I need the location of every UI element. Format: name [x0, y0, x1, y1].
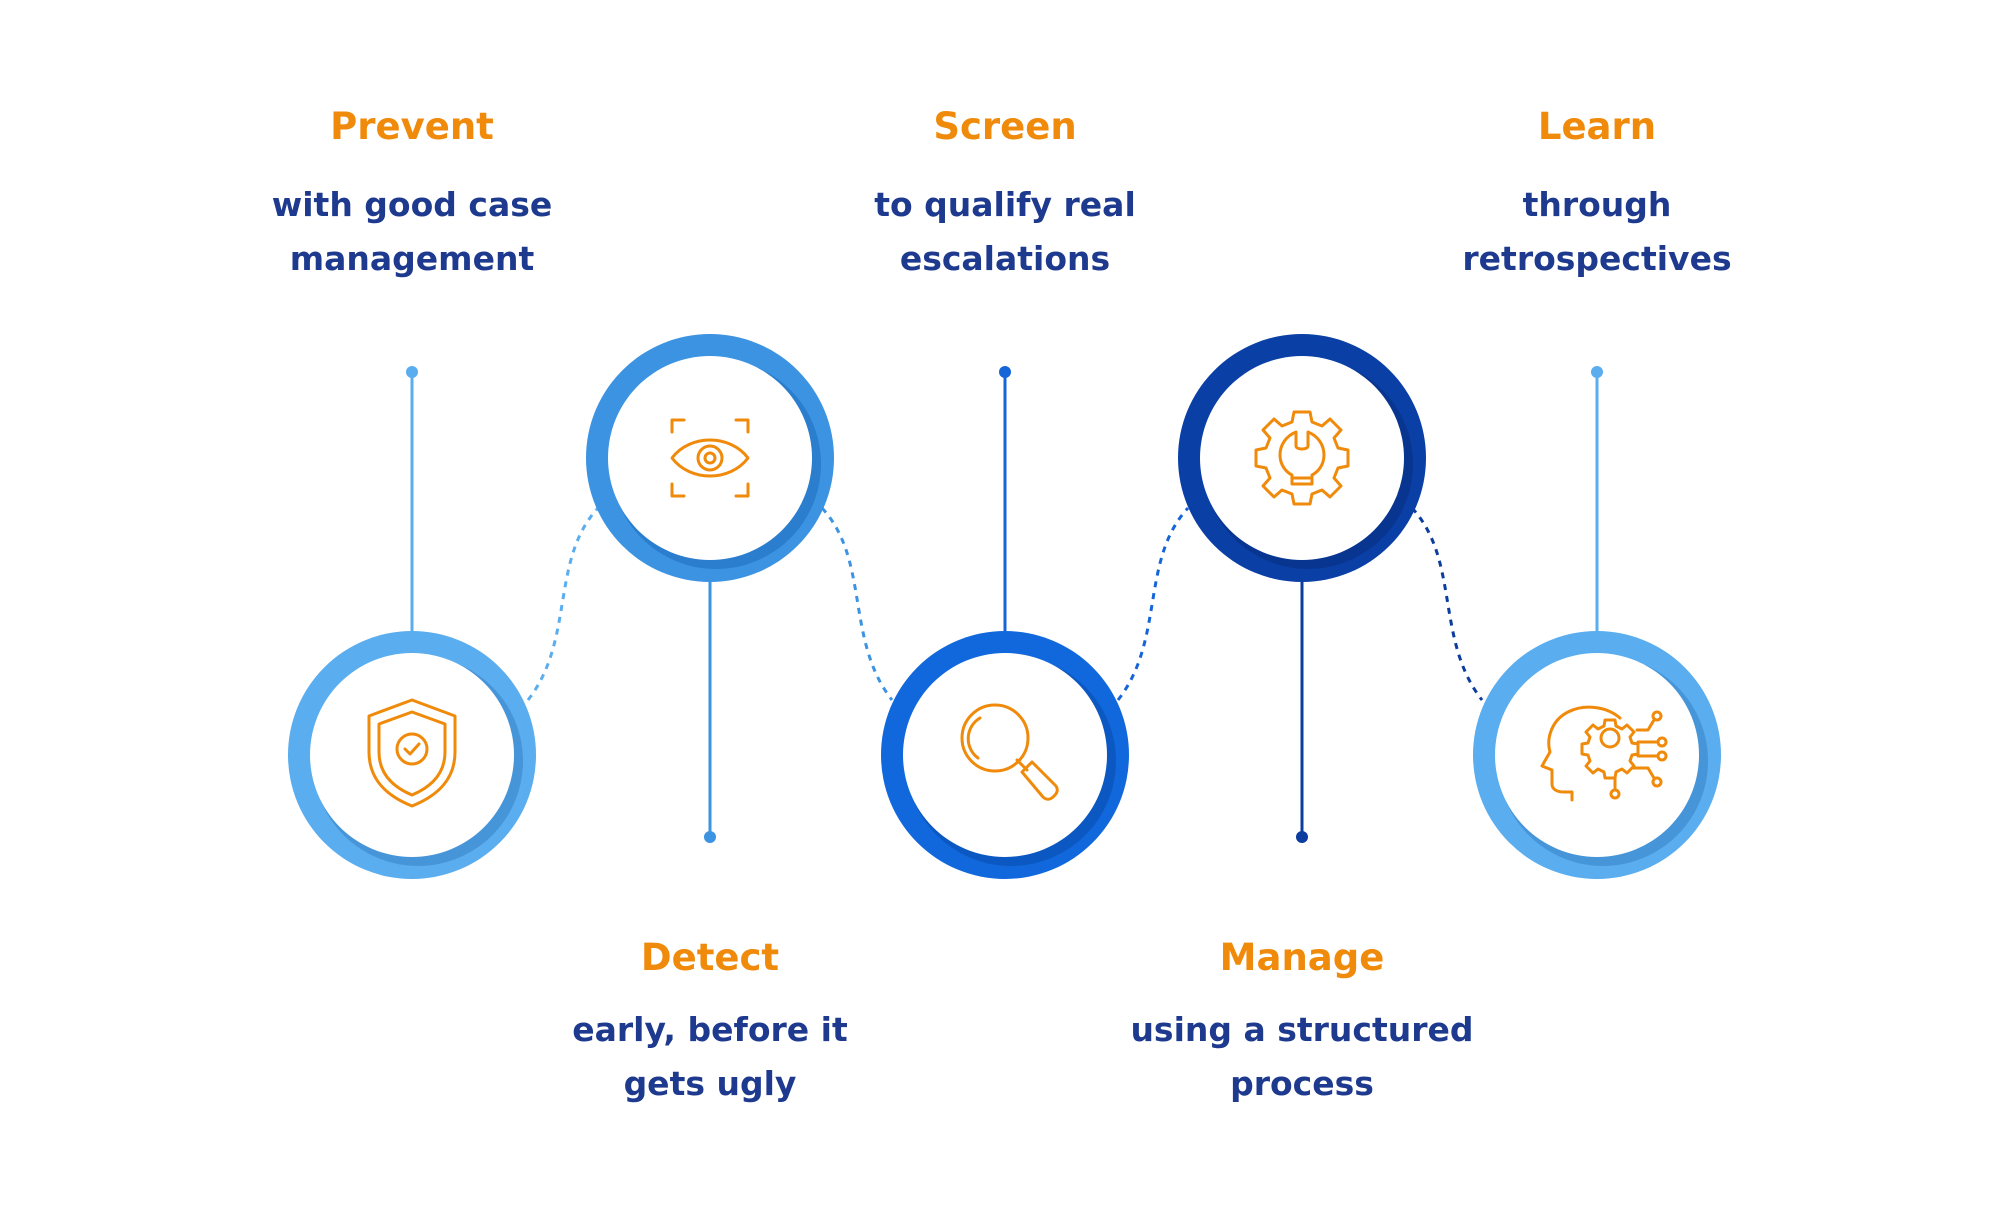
step-title-manage: Manage	[1219, 936, 1385, 979]
step-desc-learn-line2: retrospectives	[1462, 239, 1732, 278]
step-desc-learn-line1: through	[1522, 185, 1672, 224]
step-circle-manage	[1178, 334, 1426, 582]
step-title-detect: Detect	[640, 936, 780, 979]
step-label-screen: Screen to qualify real escalations	[785, 104, 1225, 286]
magnifier-icon	[960, 703, 1059, 801]
ai-head-gear-icon	[1540, 705, 1668, 802]
step-desc-detect-line1: early, before it	[572, 1010, 848, 1049]
shield-check-icon	[367, 698, 457, 808]
step-circle-learn	[1473, 631, 1721, 879]
stem-dot-learn	[1591, 366, 1603, 378]
step-desc-learn: through retrospectives	[1377, 178, 1817, 286]
step-desc-detect: early, before it gets ugly	[490, 1003, 930, 1111]
gear-wrench-icon	[1254, 410, 1350, 506]
step-circle-screen	[881, 631, 1129, 879]
step-desc-detect-line2: gets ugly	[623, 1064, 797, 1103]
step-title-learn: Learn	[1537, 105, 1657, 148]
step-title-screen: Screen	[933, 105, 1077, 148]
step-desc-manage-line2: process	[1230, 1064, 1374, 1103]
step-desc-screen-line1: to qualify real	[874, 185, 1136, 224]
eye-scan-icon	[670, 418, 750, 498]
step-desc-screen-line2: escalations	[899, 239, 1111, 278]
step-label-detect: Detect early, before it gets ugly	[490, 935, 930, 1111]
connector-manage-learn	[1410, 506, 1484, 701]
step-desc-manage-line1: using a structured	[1130, 1010, 1474, 1049]
step-desc-screen: to qualify real escalations	[785, 178, 1225, 286]
step-desc-prevent-line2: management	[289, 239, 535, 278]
step-label-prevent: Prevent with good case management	[192, 104, 632, 286]
step-desc-prevent: with good case management	[192, 178, 632, 286]
stem-dot-screen	[999, 366, 1011, 378]
step-title-prevent: Prevent	[330, 105, 494, 148]
step-circle-detect	[586, 334, 834, 582]
step-label-learn: Learn through retrospectives	[1377, 104, 1817, 286]
step-desc-prevent-line1: with good case	[271, 185, 553, 224]
stem-dot-prevent	[406, 366, 418, 378]
step-circle-prevent	[288, 631, 536, 879]
connector-detect-screen	[820, 506, 894, 701]
step-label-manage: Manage using a structured process	[1082, 935, 1522, 1111]
connector-screen-manage	[1116, 506, 1190, 701]
stem-dot-manage	[1296, 831, 1308, 843]
stem-dot-detect	[704, 831, 716, 843]
step-desc-manage: using a structured process	[1082, 1003, 1522, 1111]
connector-prevent-detect	[526, 506, 600, 701]
